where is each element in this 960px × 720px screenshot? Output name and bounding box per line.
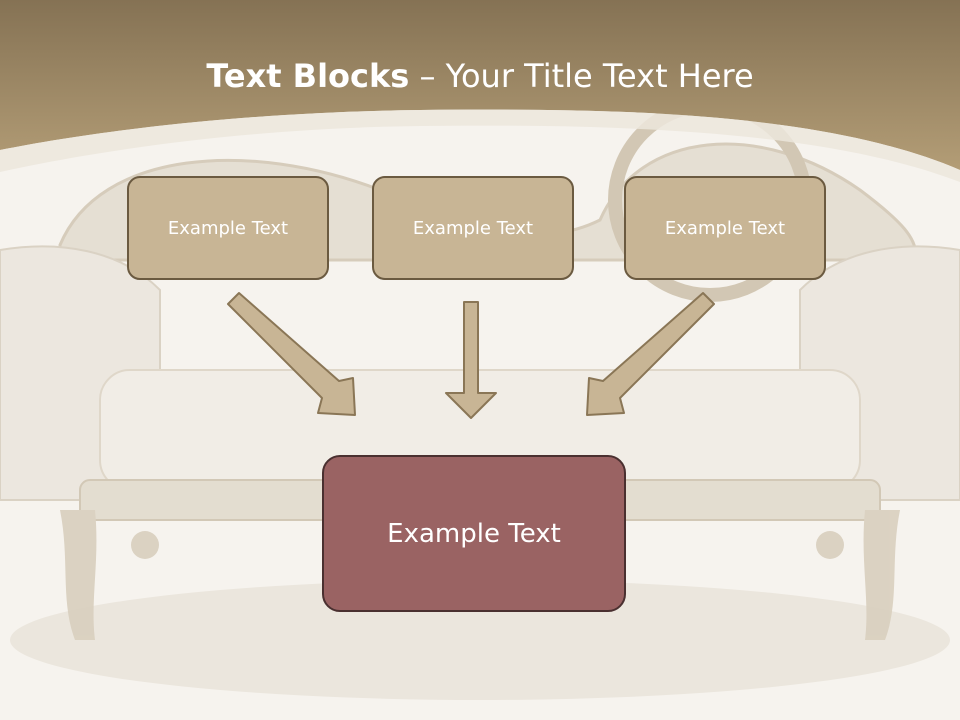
- title-dash: –: [409, 57, 446, 95]
- text-block-1[interactable]: Example Text: [127, 176, 329, 280]
- header-band: [0, 0, 960, 170]
- title-bold: Text Blocks: [206, 57, 410, 95]
- text-block-1-label: Example Text: [167, 217, 289, 239]
- result-block-label: Example Text: [387, 518, 561, 549]
- title-rest: Your Title Text Here: [445, 57, 754, 95]
- text-block-2-label: Example Text: [412, 217, 534, 239]
- arrow-left: [227, 292, 356, 416]
- arrow-right: [586, 292, 715, 416]
- floor-shadow: [10, 580, 950, 700]
- slide-title: Text Blocks – Your Title Text Here: [0, 54, 960, 98]
- result-block[interactable]: Example Text: [322, 455, 626, 612]
- text-block-3[interactable]: Example Text: [624, 176, 826, 280]
- text-block-3-label: Example Text: [664, 217, 786, 239]
- arrow-center: [445, 301, 497, 419]
- header-swoosh: [0, 109, 960, 182]
- text-block-2[interactable]: Example Text: [372, 176, 574, 280]
